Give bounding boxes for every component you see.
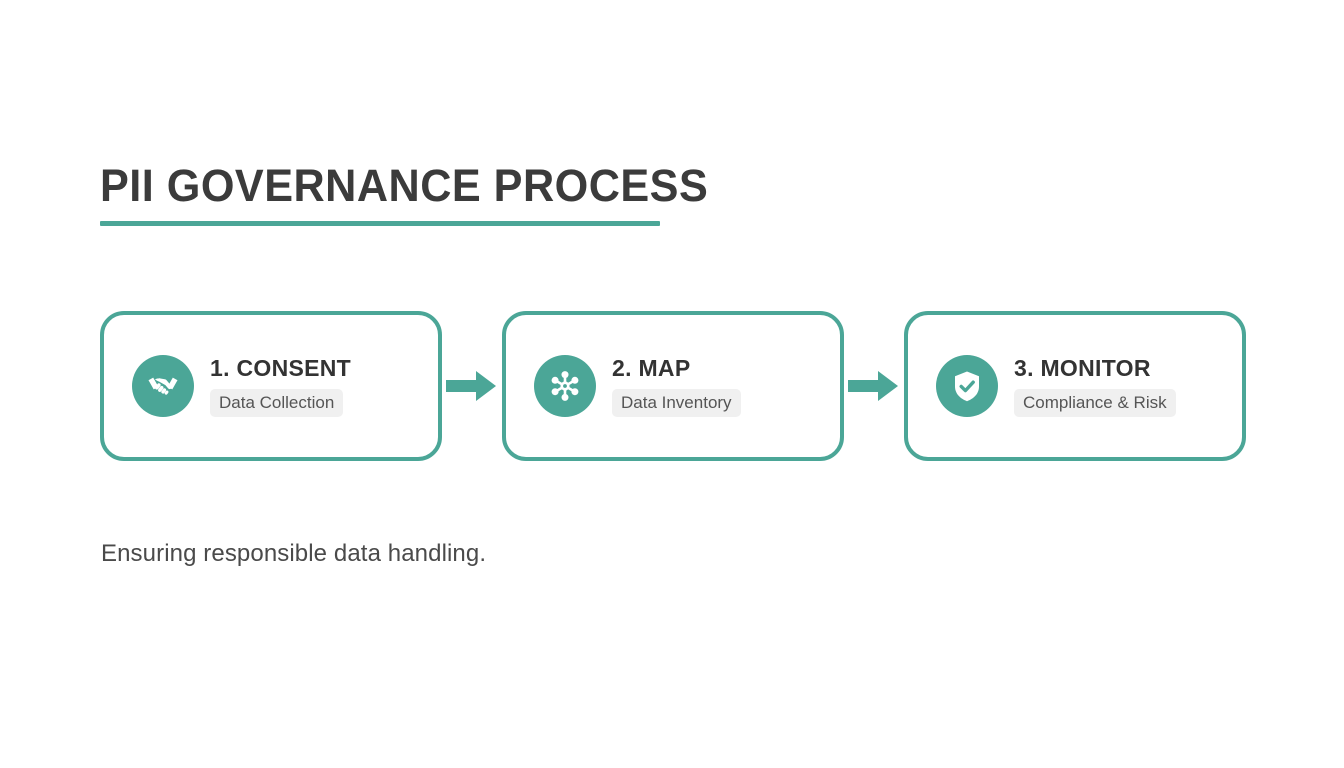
footer-caption: Ensuring responsible data handling. [101,540,487,567]
arrow-right-icon [442,366,502,406]
step-chip: Data Inventory [612,388,741,418]
step-heading: 1. CONSENT [210,354,352,381]
arrow-right-icon [844,366,904,406]
process-flow: 1. CONSENT Data Collection [100,311,1246,461]
shield-check-icon [936,355,998,417]
page-title: PII GOVERNANCE PROCESS [100,160,709,211]
step-card-text: 2. MAP Data Inventory [612,355,741,418]
step-card-consent[interactable]: 1. CONSENT Data Collection [100,311,442,461]
step-card-map[interactable]: 2. MAP Data Inventory [502,311,844,461]
step-chip: Compliance & Risk [1014,388,1176,418]
step-heading: 3. MONITOR [1014,354,1151,381]
title-underline [100,221,660,227]
step-heading: 2. MAP [612,354,691,381]
step-card-text: 3. MONITOR Compliance & Risk [1014,355,1176,418]
step-card-monitor[interactable]: 3. MONITOR Compliance & Risk [904,311,1246,461]
step-card-text: 1. CONSENT Data Collection [210,355,351,418]
step-chip: Data Collection [210,388,344,418]
title-block: PII GOVERNANCE PROCESS [100,160,734,227]
network-nodes-icon [534,355,596,417]
handshake-icon [132,355,194,417]
